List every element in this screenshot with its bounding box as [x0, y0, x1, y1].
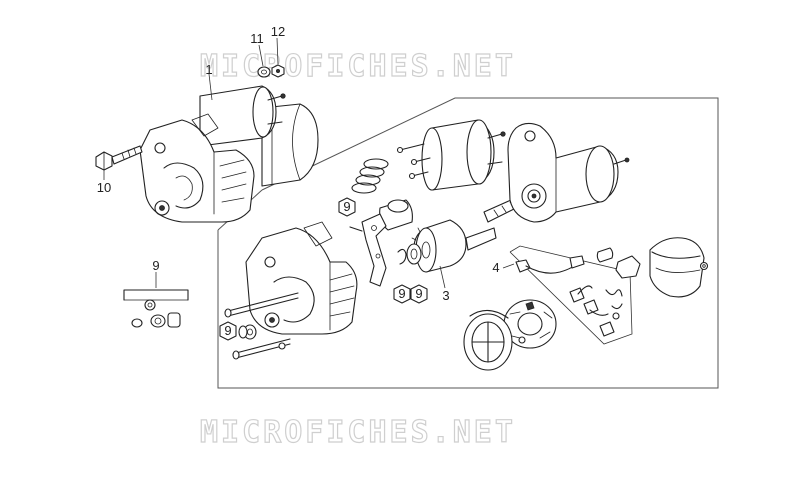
field-frame-yoke[interactable]	[507, 122, 630, 223]
callout-9-marker-d[interactable]: 9	[219, 321, 237, 341]
through-bolts[interactable]	[224, 292, 299, 360]
watermark-bottom: MICROFICHES.NET	[200, 415, 516, 450]
callout-1: 1	[205, 62, 212, 77]
housing-bushing[interactable]	[238, 324, 257, 340]
mounting-bolt[interactable]	[95, 145, 143, 171]
bearing-bushing[interactable]	[596, 247, 614, 263]
bushing-kit[interactable]	[123, 289, 189, 328]
callout-4: 4	[492, 260, 499, 275]
callout-9-marker-c[interactable]: 9	[410, 284, 428, 304]
commutator-end-cover[interactable]	[463, 309, 513, 371]
dust-cover[interactable]	[649, 237, 705, 298]
callout-3: 3	[442, 288, 449, 303]
drive-end-housing[interactable]	[245, 221, 358, 335]
brush-plate[interactable]	[503, 299, 557, 349]
callout-9-label-a: 9	[343, 199, 350, 214]
return-spring[interactable]	[351, 158, 389, 194]
callout-leaders	[103, 37, 515, 289]
solenoid-screws[interactable]	[396, 143, 431, 180]
snap-ring[interactable]	[397, 248, 407, 265]
callout-12: 12	[271, 24, 285, 39]
shift-fork[interactable]	[349, 213, 387, 287]
callout-9-label-c: 9	[415, 286, 422, 301]
cap-plug[interactable]	[615, 255, 641, 279]
retainer-ring[interactable]	[406, 243, 422, 265]
starter-motor-assembly[interactable]	[139, 85, 319, 223]
nut-and-washer[interactable]	[257, 64, 285, 78]
solenoid-switch[interactable]	[421, 119, 506, 191]
brush-holder-kit[interactable]	[509, 245, 633, 345]
callout-9-kit: 9	[152, 258, 159, 273]
small-washer[interactable]	[699, 261, 709, 271]
callout-10: 10	[97, 180, 111, 195]
callout-9-label-d: 9	[224, 323, 231, 338]
callout-9-marker-b[interactable]: 9	[393, 284, 411, 304]
callout-11: 11	[250, 31, 264, 46]
callout-9-label-b: 9	[398, 286, 405, 301]
watermark-top: MICROFICHES.NET	[200, 49, 516, 84]
pinion-drive[interactable]	[409, 219, 497, 273]
callout-9-marker-a[interactable]: 9	[338, 197, 356, 217]
